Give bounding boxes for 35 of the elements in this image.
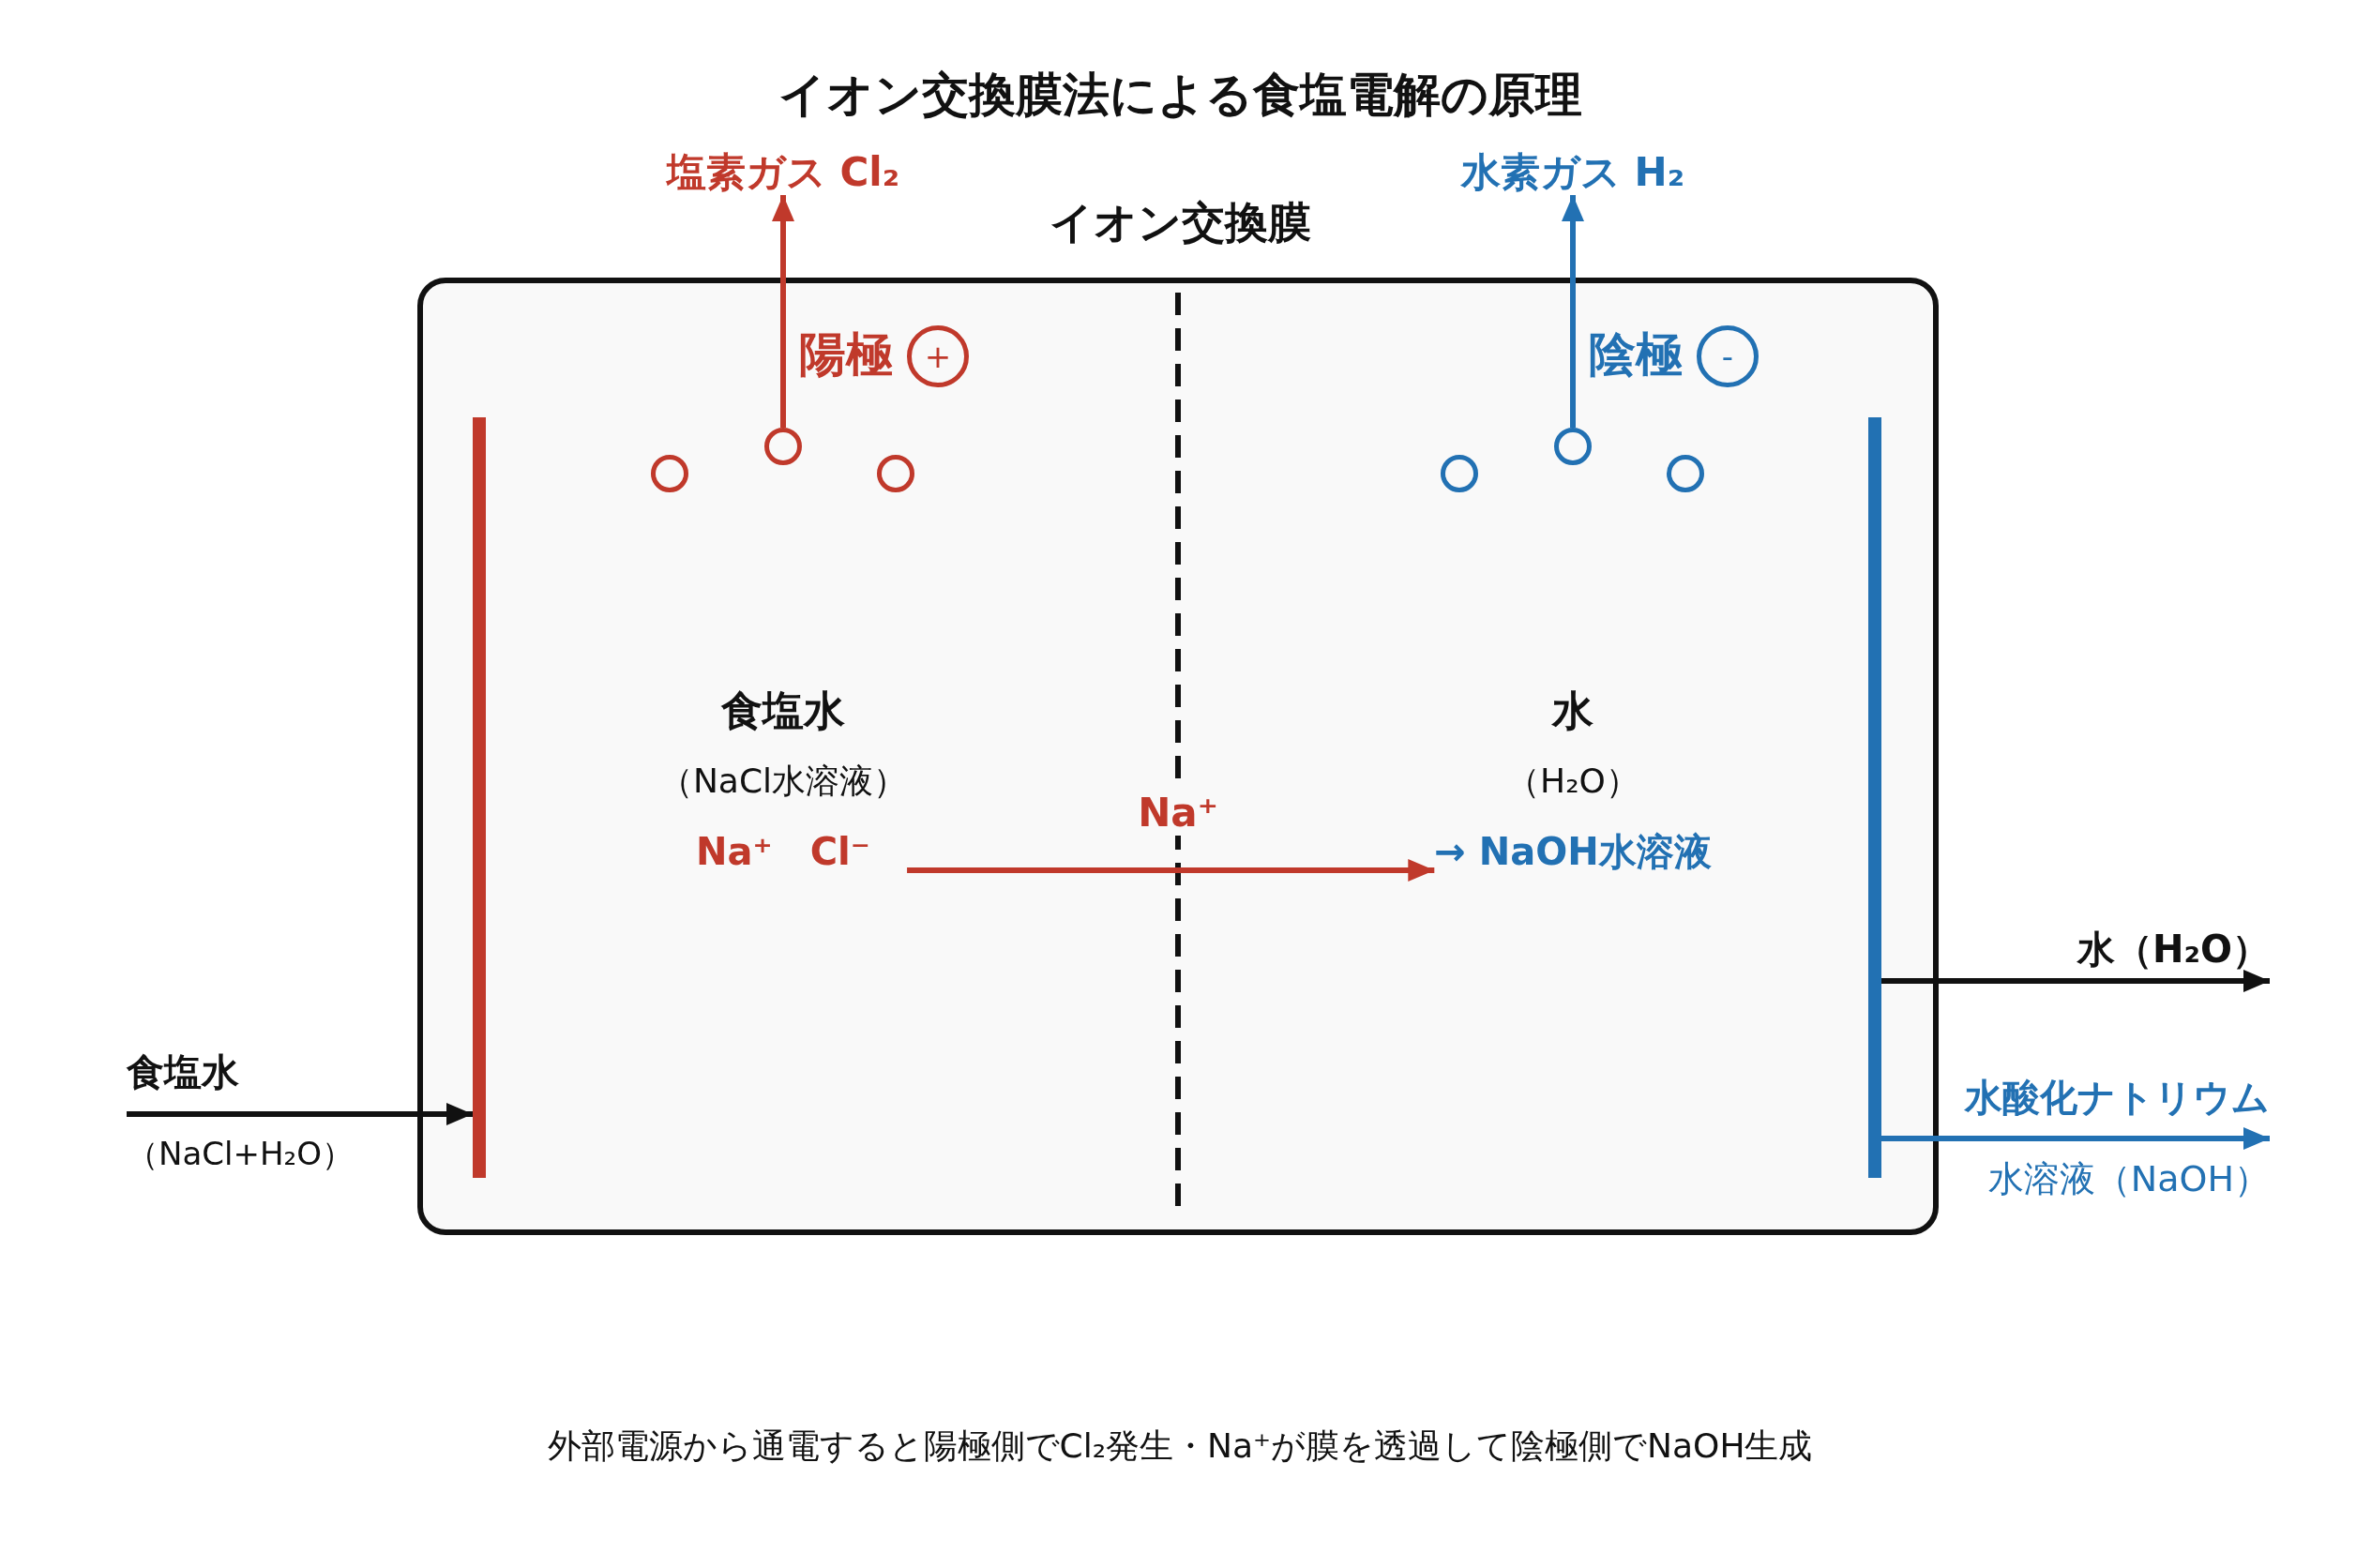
bubble <box>1554 428 1592 465</box>
formula-text: （H₂O） <box>1506 761 1639 802</box>
arrow <box>907 859 1435 882</box>
electrode-label: 陽極 <box>799 326 893 383</box>
formula-text: （NaCl+H₂O） <box>127 1134 354 1174</box>
arrow <box>1562 195 1584 428</box>
arrow <box>772 195 794 428</box>
arrow <box>127 1103 473 1125</box>
input-label: 食塩水 <box>127 1049 239 1095</box>
membrane-label: イオン交換膜 <box>1049 196 1311 249</box>
electrode-bar <box>473 417 486 1178</box>
tank-box <box>417 278 1939 1235</box>
bubble <box>877 455 914 492</box>
arrow <box>1881 1127 2270 1150</box>
caption: 外部電源から通電すると陽極側でCl₂発生・Na⁺が膜を透過して陰極側でNaOH生成 <box>547 1425 1813 1467</box>
output-label: 水（H₂O） <box>2077 927 2270 972</box>
sign-circle: + <box>907 325 969 387</box>
product-text: → NaOH水溶液 <box>1434 829 1712 874</box>
formula-text: （NaCl水溶液） <box>658 761 908 802</box>
ion-text: Na⁺ Cl⁻ <box>696 829 870 874</box>
sign-circle: - <box>1697 325 1759 387</box>
bubble <box>1667 455 1704 492</box>
bubble <box>1441 455 1478 492</box>
bubble <box>764 428 802 465</box>
gas-label: 水素ガス H₂ <box>1460 150 1685 195</box>
electrode-label: 陰極 <box>1589 326 1683 383</box>
bubble <box>651 455 688 492</box>
title: イオン交換膜法による食塩電解の原理 <box>778 67 1582 123</box>
formula-text: 水溶液（NaOH） <box>1987 1157 2270 1200</box>
arrow <box>1881 970 2270 992</box>
solution-name: 水 <box>1552 686 1593 736</box>
solution-name: 食塩水 <box>721 686 845 736</box>
gas-label: 塩素ガス Cl₂ <box>666 150 900 195</box>
electrode-bar <box>1868 417 1881 1178</box>
output-label: 水酸化ナトリウム <box>1965 1075 2270 1120</box>
